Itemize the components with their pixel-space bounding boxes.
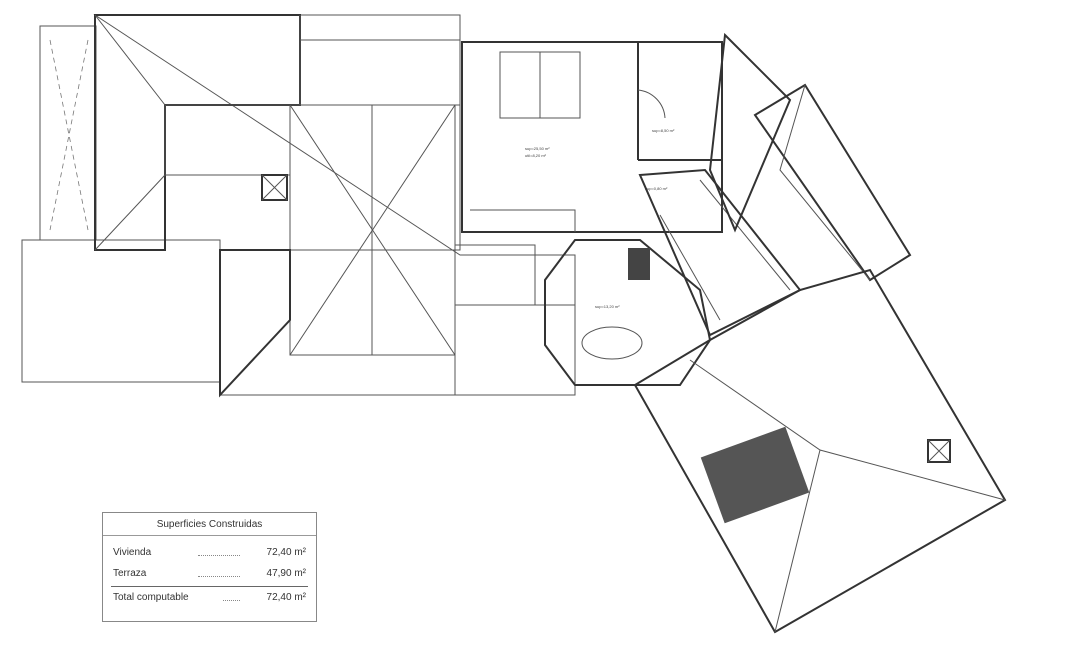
roof-north xyxy=(708,32,792,233)
row-name: Vivienda xyxy=(113,547,152,558)
roof-east xyxy=(753,83,912,282)
room-label: sup=8,50 m² xyxy=(652,128,675,133)
left-roof xyxy=(93,14,576,398)
total-name: Total computable xyxy=(113,592,189,603)
row-name: Terraza xyxy=(113,568,147,579)
table-row: Vivienda 72,40 m² xyxy=(103,542,316,563)
room-label: sup=0,80 m² xyxy=(645,186,668,191)
total-value: 72,40 m² xyxy=(266,592,306,603)
table-title: Superficies Construidas xyxy=(103,513,316,536)
row-value: 72,40 m² xyxy=(266,547,306,558)
room-label: sup=25,50 m² xyxy=(525,146,550,151)
row-value: 47,90 m² xyxy=(266,568,306,579)
bathroom: sup=13,20 m² sup=0,80 m² xyxy=(544,186,712,386)
room-label: sup=13,20 m² xyxy=(595,304,620,309)
area-summary-table: Superficies Construidas Vivienda 72,40 m²… xyxy=(102,512,317,622)
table-total-row: Total computable 72,40 m² xyxy=(103,587,316,608)
roof-south xyxy=(633,268,1007,634)
left-terrace xyxy=(39,25,97,241)
divider xyxy=(111,586,308,587)
room-label: util=8,20 m² xyxy=(525,153,547,158)
bedroom: sup=25,50 m² util=8,20 m² sup=8,50 m² xyxy=(461,41,723,233)
lower-terrace-outline xyxy=(21,239,221,383)
table-row: Terraza 47,90 m² xyxy=(103,563,316,584)
